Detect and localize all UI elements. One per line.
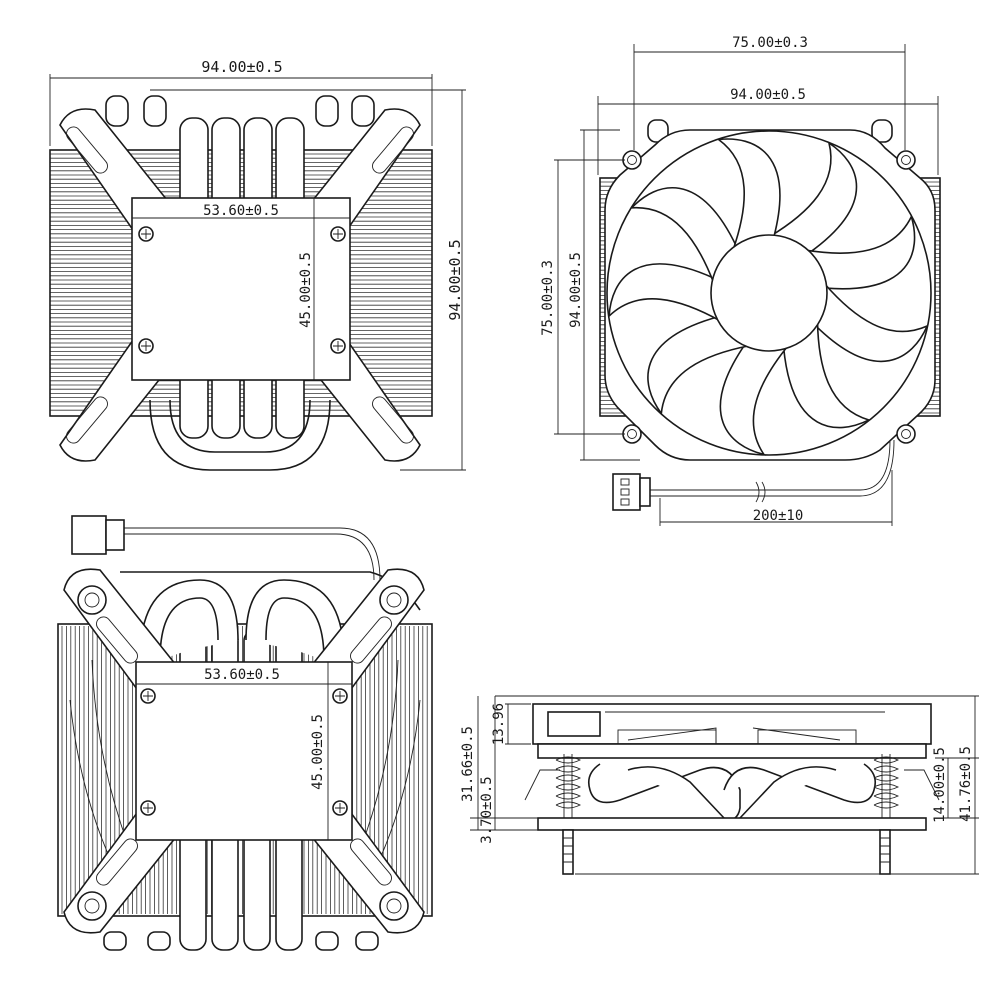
side-view-heatsink-top	[537, 743, 927, 759]
bottom-view-drawing: 53.60±0.5 45.00±0.5	[57, 515, 433, 951]
top-view-drawing: 94.00±0.5 94.00±0.5 53.60±0.5 45.00±0.5	[49, 58, 466, 471]
fan-hole-spacing-h-dimension: 75.00±0.3	[732, 35, 808, 51]
bottom-view-heatpipe-caps	[103, 931, 379, 951]
top-view-base-plate	[131, 197, 351, 381]
fan-blades	[608, 138, 929, 456]
side-view-base-thickness-dimension: 3.70±0.5	[479, 776, 495, 843]
side-view-heatsink-height-dimension: 14.00±0.5	[932, 747, 948, 823]
bottom-view-corner-screws	[77, 585, 409, 921]
fan-hub	[710, 234, 828, 352]
side-view-heatpipes	[587, 763, 877, 823]
side-view-fan-cable-clip	[547, 711, 601, 737]
fan-width-dimension: 94.00±0.5	[730, 87, 806, 103]
fan-connector	[612, 473, 651, 511]
top-view-base-width-dimension: 53.60±0.5	[203, 203, 279, 219]
side-view-drawing: 13.96 31.66±0.5 3.70±0.5 14.00±0.5 41.76…	[460, 695, 979, 875]
top-view-fin-outline	[49, 149, 433, 417]
bottom-view-base-width-dimension: 53.60±0.5	[204, 667, 280, 683]
fan-view-heatpipe-caps	[647, 119, 893, 143]
bottom-view-connector	[71, 515, 125, 555]
fan-hole-spacing-v-dimension: 75.00±0.3	[540, 260, 556, 336]
bottom-view-base-screws	[140, 688, 348, 816]
side-view-fan-thickness-dimension: 13.96	[491, 703, 507, 745]
fan-cable	[640, 439, 891, 491]
fan-view-drawing: 75.00±0.3 94.00±0.5 75.00±0.3 94.00±0.5 …	[540, 35, 941, 526]
fan-mount-screws	[622, 150, 916, 444]
top-view-heatpipe-caps	[105, 95, 375, 127]
side-view-overall-fan-dimension: 31.66±0.5	[460, 726, 476, 802]
bottom-view-base-height-dimension: 45.00±0.5	[310, 714, 326, 790]
cable-length-dimension: 200±10	[753, 508, 804, 524]
bottom-view-base-plate	[135, 661, 353, 841]
top-view-height-dimension: 94.00±0.5	[446, 239, 464, 320]
side-view-total-height-dimension: 41.76±0.5	[958, 746, 974, 822]
side-view-standoff-screws	[562, 829, 891, 875]
bottom-view-cable	[124, 527, 381, 581]
fan-height-dimension: 94.00±0.5	[568, 252, 584, 328]
side-view-springs	[555, 754, 900, 818]
top-view-screws	[138, 226, 346, 354]
top-view-base-height-dimension: 45.00±0.5	[298, 252, 314, 328]
side-view-base-plate	[537, 817, 927, 831]
top-view-width-dimension: 94.00±0.5	[201, 58, 282, 76]
